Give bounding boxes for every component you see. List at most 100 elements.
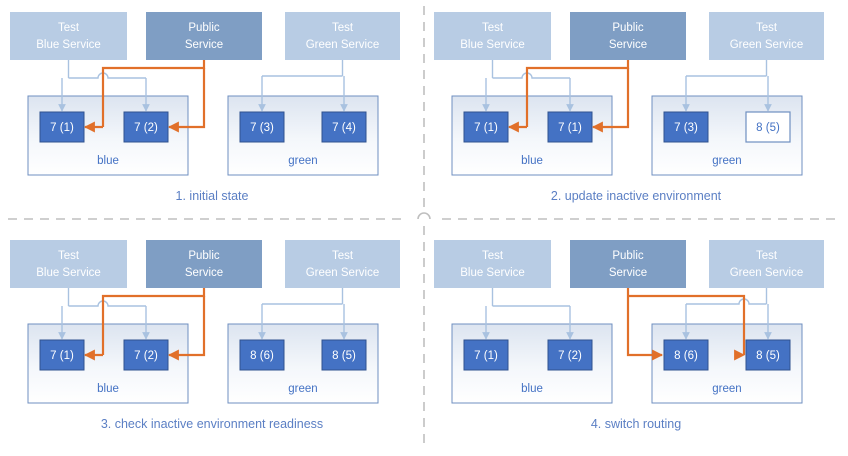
test-blue-service-box-line1: Test xyxy=(58,22,80,34)
public-to-blue-pod-1-path xyxy=(525,60,630,127)
public-routing-green xyxy=(626,288,750,361)
test-green-service-box-line1: Test xyxy=(332,250,354,262)
test-green-service-box-line1: Test xyxy=(756,22,778,34)
public-to-blue-pod-2-arrow xyxy=(167,68,206,133)
public-service-box-line1: Public xyxy=(188,22,220,34)
public-service-box-line2: Service xyxy=(185,39,223,51)
blue-pod-2[interactable]: 7 (2) xyxy=(547,339,593,371)
test-blue-service-box-line1: Test xyxy=(482,250,504,262)
test-blue-bus xyxy=(68,72,146,79)
blue-environment-label: blue xyxy=(97,155,119,167)
blue-pod-2-rect xyxy=(547,339,593,371)
green-pod-2[interactable]: 7 (4) xyxy=(321,111,367,143)
blue-pod-2[interactable]: 7 (2) xyxy=(123,111,169,143)
test-blue-service-box-line1: Test xyxy=(482,22,504,34)
public-to-green-pod-1-arrow xyxy=(626,288,664,361)
blue-pod-1-rect xyxy=(463,111,509,143)
panel-caption: 1. initial state xyxy=(176,189,249,203)
green-pod-2-label: 8 (5) xyxy=(756,122,780,134)
test-blue-service-box-line2: Blue Service xyxy=(460,267,525,279)
test-green-service-box-line2: Green Service xyxy=(730,39,804,51)
test-green-service-box-line2: Green Service xyxy=(306,267,380,279)
green-pod-2-label: 7 (4) xyxy=(332,122,356,134)
test-blue-service-box-rect xyxy=(10,240,127,288)
panel-caption: 3. check inactive environment readiness xyxy=(101,417,323,431)
divider-crossing-hop xyxy=(417,212,431,220)
panel-caption: 4. switch routing xyxy=(591,417,681,431)
blue-pod-2-label: 7 (1) xyxy=(558,122,582,134)
dividers-layer xyxy=(8,6,840,450)
public-to-blue-pod-2-arrow xyxy=(591,68,630,133)
blue-pod-1[interactable]: 7 (1) xyxy=(39,339,85,371)
green-pod-1-label: 8 (6) xyxy=(250,350,274,362)
blue-pod-1[interactable]: 7 (1) xyxy=(463,339,509,371)
green-pod-2[interactable]: 8 (5) xyxy=(745,111,791,143)
public-routing-blue xyxy=(83,60,206,133)
blue-pod-1[interactable]: 7 (1) xyxy=(463,111,509,143)
blue-environment-label: blue xyxy=(521,383,543,395)
green-pod-2-label: 8 (5) xyxy=(332,350,356,362)
test-green-service-box-line2: Green Service xyxy=(730,267,804,279)
public-service-box-rect xyxy=(570,12,686,60)
public-to-blue-pod-2-arrow xyxy=(167,296,206,361)
test-green-connector xyxy=(258,288,348,340)
public-service-box-line2: Service xyxy=(185,267,223,279)
panel-caption: 2. update inactive environment xyxy=(551,189,722,203)
public-routing-blue xyxy=(507,60,630,133)
test-blue-bus xyxy=(492,72,570,79)
green-pod-1[interactable]: 8 (6) xyxy=(663,339,709,371)
green-environment-label: green xyxy=(288,155,317,167)
blue-environment-label: blue xyxy=(521,155,543,167)
blue-pod-1-rect xyxy=(39,111,85,143)
green-pod-1-label: 8 (6) xyxy=(674,350,698,362)
test-green-connector xyxy=(258,60,348,112)
public-to-blue-pod-1-path xyxy=(101,288,206,355)
public-to-blue-pod-1-path xyxy=(101,60,206,127)
green-pod-2[interactable]: 8 (5) xyxy=(745,339,791,371)
blue-pod-1-label: 7 (1) xyxy=(474,350,498,362)
test-green-service-box-rect xyxy=(709,12,824,60)
blue-pod-2-label: 7 (2) xyxy=(558,350,582,362)
green-pod-1[interactable]: 7 (3) xyxy=(239,111,285,143)
green-pod-1-label: 7 (3) xyxy=(674,122,698,134)
public-service-box-rect xyxy=(146,12,262,60)
green-pod-2-rect xyxy=(321,339,367,371)
green-pod-1[interactable]: 8 (6) xyxy=(239,339,285,371)
test-blue-service-box-line2: Blue Service xyxy=(460,39,525,51)
public-service-box-rect xyxy=(146,240,262,288)
test-green-service-box-rect xyxy=(285,12,400,60)
blue-pod-2[interactable]: 7 (2) xyxy=(123,339,169,371)
blue-pod-1[interactable]: 7 (1) xyxy=(39,111,85,143)
test-green-connector xyxy=(682,60,772,112)
test-blue-service-box-rect xyxy=(434,12,551,60)
green-environment-label: green xyxy=(712,383,741,395)
test-blue-service-box-line1: Test xyxy=(58,250,80,262)
blue-pod-2[interactable]: 7 (1) xyxy=(547,111,593,143)
blue-environment-label: blue xyxy=(97,383,119,395)
public-service-box-rect xyxy=(570,240,686,288)
green-pod-2-label: 8 (5) xyxy=(756,350,780,362)
test-green-bus xyxy=(686,298,767,305)
green-pod-2-rect xyxy=(745,339,791,371)
public-service-box-line1: Public xyxy=(612,250,644,262)
green-pod-1[interactable]: 7 (3) xyxy=(663,111,709,143)
green-pod-2-rect xyxy=(745,111,791,143)
green-pod-2[interactable]: 8 (5) xyxy=(321,339,367,371)
public-to-green-pod-2-arrow xyxy=(628,294,750,357)
